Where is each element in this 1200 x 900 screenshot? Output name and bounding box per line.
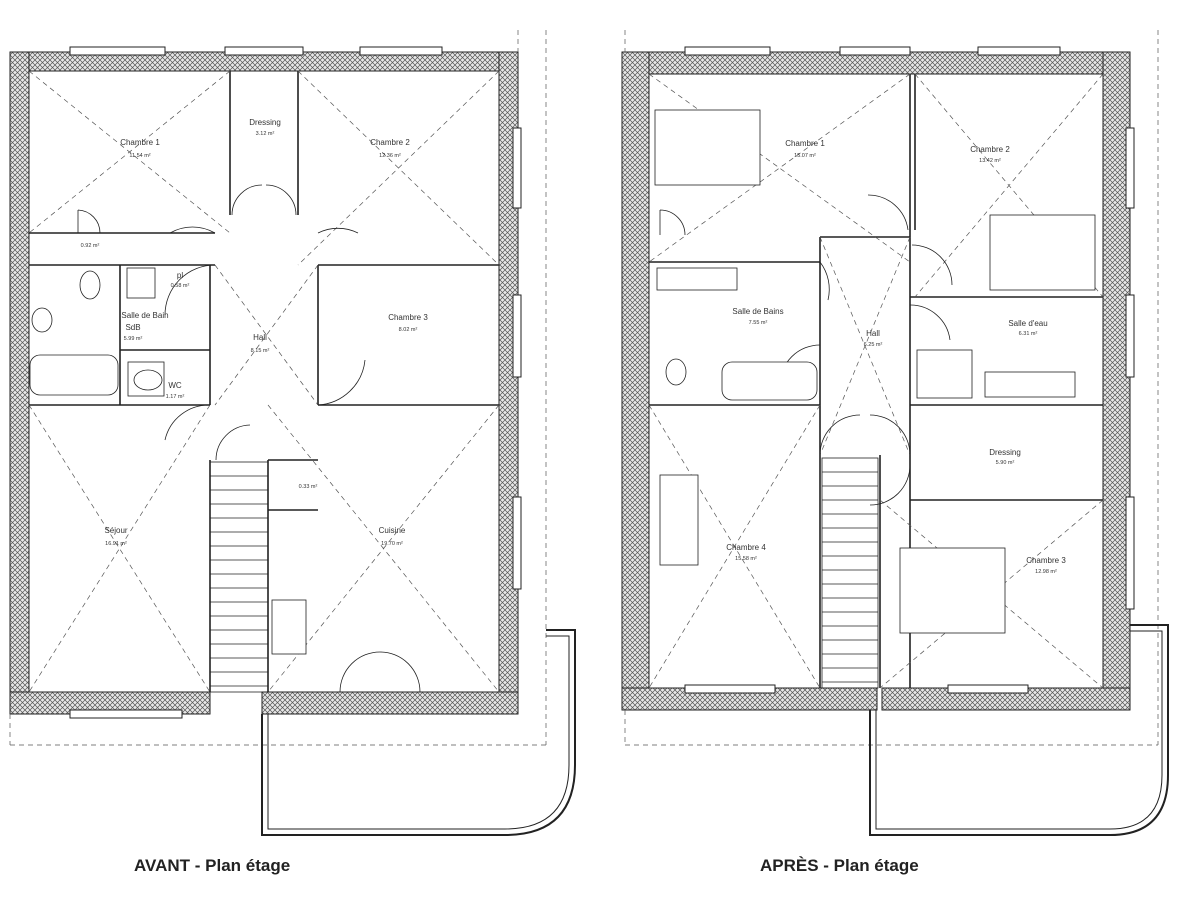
room-name: Salle de Bains <box>732 307 783 316</box>
before-room-labels: Chambre 1 11.54 m² Dressing 3.12 m² Cham… <box>81 118 429 547</box>
room-area: 8.15 m² <box>251 348 270 354</box>
room-name: pl <box>177 271 183 280</box>
room-diagonals <box>9 30 547 746</box>
room-area: 6.31 m² <box>1019 331 1038 337</box>
room-area: 19.70 m² <box>381 541 403 547</box>
room-name: Séjour <box>104 526 127 535</box>
before-plan: Chambre 1 11.54 m² Dressing 3.12 m² Cham… <box>9 30 576 836</box>
room-area: 0.92 m² <box>81 243 100 249</box>
room-area: 0.33 m² <box>299 484 318 490</box>
after-room-labels: Chambre 1 15.07 m² Chambre 2 13.42 m² Sa… <box>726 139 1066 575</box>
room-area: 16.91 m² <box>105 541 127 547</box>
room-name: Chambre 4 <box>726 543 766 552</box>
room-area: 11.54 m² <box>129 153 150 159</box>
room-name: Dressing <box>989 448 1021 457</box>
room-name: Chambre 3 <box>1026 556 1066 565</box>
room-area: 13.42 m² <box>979 158 1001 164</box>
room-name: SdB <box>125 323 140 332</box>
room-area: 12.98 m² <box>1035 569 1057 575</box>
room-area: 15.07 m² <box>794 153 816 159</box>
room-name: Salle d'eau <box>1008 319 1047 328</box>
room-area: 5.90 m² <box>996 460 1015 466</box>
room-area: 0.58 m² <box>171 283 190 289</box>
caption-before: AVANT - Plan étage <box>134 856 291 875</box>
room-name: Salle de Bain <box>121 311 168 320</box>
room-name: Dressing <box>249 118 281 127</box>
room-name: Hall <box>253 333 267 342</box>
room-area: 3.12 m² <box>256 131 275 137</box>
room-area: 5.99 m² <box>124 336 143 342</box>
room-name: Chambre 2 <box>970 145 1010 154</box>
room-name: Chambre 2 <box>370 138 410 147</box>
fixtures <box>654 109 1096 634</box>
room-name: Hall <box>866 329 880 338</box>
room-area: 1.17 m² <box>166 394 185 400</box>
staircase <box>821 457 879 689</box>
after-plan: Chambre 1 15.07 m² Chambre 2 13.42 m² Sa… <box>621 30 1169 836</box>
fixtures <box>29 267 307 655</box>
room-name: Chambre 1 <box>785 139 825 148</box>
caption-after: APRÈS - Plan étage <box>760 856 919 875</box>
room-name: Cuisine <box>379 526 406 535</box>
door-swings <box>77 184 421 693</box>
exterior-walls <box>9 51 519 715</box>
room-area: 15.58 m² <box>735 556 757 562</box>
balcony <box>261 629 576 836</box>
room-area: 8.02 m² <box>399 327 418 333</box>
room-name: Chambre 1 <box>120 138 160 147</box>
room-area: 7.55 m² <box>749 320 768 326</box>
room-area: 6.25 m² <box>864 342 883 348</box>
windows <box>69 46 522 719</box>
windows <box>684 46 1135 694</box>
room-name: WC <box>168 381 182 390</box>
room-name: Chambre 3 <box>388 313 428 322</box>
staircase <box>209 461 269 693</box>
balcony <box>869 624 1169 836</box>
room-area: 12.36 m² <box>379 153 401 159</box>
